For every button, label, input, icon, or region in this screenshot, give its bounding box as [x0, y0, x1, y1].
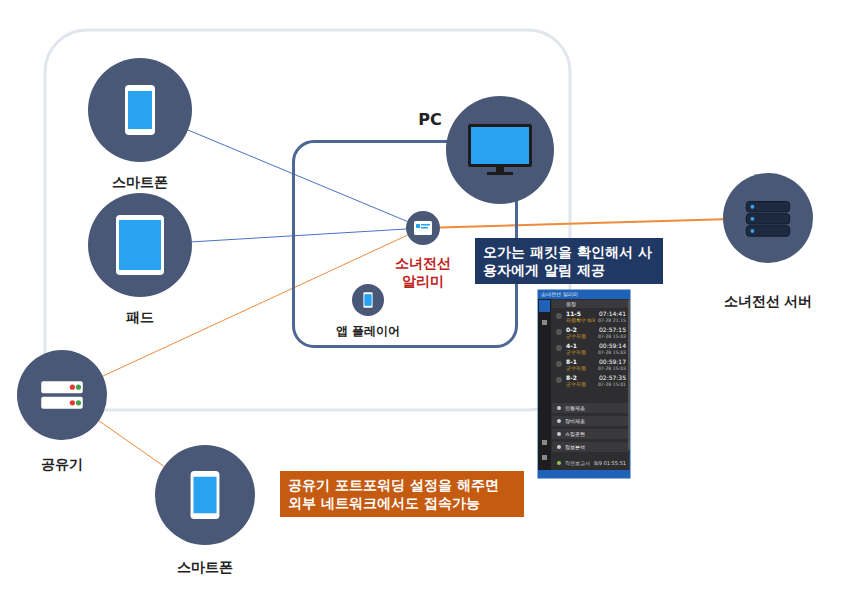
network-link	[192, 229, 406, 242]
screenshot-text: 00:59:17	[599, 359, 626, 365]
circle-outline	[406, 211, 440, 245]
screenshot-text: 4-1	[566, 343, 577, 349]
screenshot-text: 02:57:35	[599, 375, 626, 381]
screenshot-text: 군수지원	[566, 351, 586, 356]
circle-outline	[17, 350, 107, 440]
screenshot-text: 8-1	[566, 359, 577, 365]
screenshot-text: 07-28 15:03	[598, 367, 626, 372]
screenshot-text: 작전보고서	[565, 461, 590, 466]
screenshot-text: 스킬훈련	[565, 432, 585, 437]
screenshot-text: 원정	[566, 302, 576, 307]
device-circle: 소녀전선 서버	[723, 173, 813, 263]
screenshot-text: 07-28 15:03	[598, 335, 626, 340]
device-circle: 스마트폰	[155, 445, 255, 545]
device-label: 패드	[126, 309, 154, 327]
screenshot-text: 07-28 21:15	[598, 319, 626, 324]
screenshot-text: 군수지원	[566, 383, 586, 388]
pc-heading: PC	[418, 110, 441, 129]
screenshot-text: 0-2	[566, 327, 577, 333]
screenshot-text: 00:59:14	[599, 343, 626, 349]
network-link	[99, 421, 164, 467]
screenshot-text: 군수지원	[566, 335, 586, 340]
pad-icon	[116, 215, 164, 275]
screenshot-text: 장비제조	[565, 419, 585, 424]
device-label: 스마트폰	[177, 559, 233, 577]
home-network-region	[45, 30, 570, 410]
phone-icon	[191, 471, 220, 519]
callout-text: 오가는 패킷을 확인해서 사용자에게 알림 제공	[483, 243, 655, 279]
screenshot-text: 07-28 15:01	[598, 383, 626, 388]
device-label: 스마트폰	[112, 174, 168, 192]
screenshot-text: 소녀전선 알리미	[541, 292, 578, 297]
app-icon	[414, 221, 432, 235]
circle-outline	[155, 445, 255, 545]
router-icon	[41, 381, 83, 409]
circle-outline	[723, 173, 813, 263]
device-label: 소녀전선 서버	[724, 293, 813, 311]
server-icon	[746, 202, 789, 237]
callout-box: 오가는 패킷을 확인해서 사용자에게 알림 제공	[475, 238, 663, 284]
device-label: 앱 플레이어	[336, 324, 400, 339]
screenshot-text: 인형제조	[565, 406, 585, 411]
callout-box: 공유기 포트포워딩 설정을 해주면 외부 네트워크에서도 접속가능	[280, 471, 524, 517]
phone-icon	[363, 292, 372, 307]
screenshot-text: 자원회수 0/3	[566, 319, 595, 324]
circle-outline	[88, 193, 192, 297]
app-screenshot	[538, 290, 630, 478]
screenshot-text: 07-28 15:03	[598, 351, 626, 356]
device-circle: 패드	[88, 193, 192, 297]
device-label: 공유기	[41, 456, 83, 474]
screenshot-text: 정보분석	[565, 445, 585, 450]
callout-text: 공유기 포트포워딩 설정을 해주면 외부 네트워크에서도 접속가능	[288, 476, 516, 512]
screenshot-text: 02:57:15	[599, 327, 626, 333]
device-circle: 소녀전선 알리미	[406, 211, 440, 245]
circle-outline	[352, 284, 384, 316]
screenshot-text: 8-2	[566, 375, 577, 381]
device-circle: 공유기	[17, 350, 107, 440]
network-link	[440, 219, 723, 227]
device-circle: 스마트폰	[88, 58, 192, 162]
circle-outline	[88, 58, 192, 162]
device-label: 소녀전선 알리미	[391, 255, 455, 290]
screenshot-text: 8/9 01:55:51	[594, 461, 626, 466]
screenshot-text: 군수지원	[566, 367, 586, 372]
screenshot-text: 07:14:41	[599, 311, 626, 317]
phone-icon	[125, 85, 155, 135]
network-link	[188, 130, 407, 221]
screenshot-text: 11-5	[566, 311, 581, 317]
device-circle: 앱 플레이어	[352, 284, 384, 316]
